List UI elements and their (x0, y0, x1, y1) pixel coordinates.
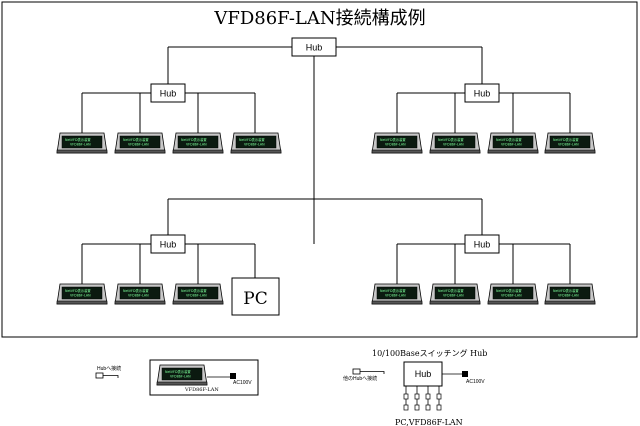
vfd-screen (235, 135, 277, 149)
legend-right-title: 10/100Baseスイッチング Hub (372, 348, 487, 358)
vfd-screen-line1: NetVFD表示装置 (496, 288, 522, 293)
hub-box: Hub (464, 83, 500, 103)
legend-left-device-label: VFD86F-LAN (184, 387, 219, 393)
vfd-screen-line2: VFD86F-LAN (558, 143, 579, 147)
vfd-screen (549, 135, 591, 149)
hub-label: Hub (474, 240, 491, 250)
vfd-screen (492, 286, 534, 300)
vfd-screen-line1: NetVFD表示装置 (438, 288, 464, 293)
diagram-frame (1, 1, 638, 338)
hub-label: Hub (160, 240, 177, 250)
cable-connector-icon (352, 368, 361, 375)
vfd-screen-line2: VFD86F-LAN (443, 294, 464, 298)
vfd-screen-line2: VFD86F-LAN (128, 294, 149, 298)
hub-box: Hub (150, 234, 186, 254)
vfd-screen (119, 286, 161, 300)
vfd-screen-line2: VFD86F-LAN (186, 294, 207, 298)
pc-box: PC (231, 277, 280, 316)
hub-box: Hub (150, 83, 186, 103)
vfd-screen (376, 135, 418, 149)
port-connector-icon (425, 386, 431, 411)
vfd-screen-line1: NetVFD表示装置 (380, 288, 406, 293)
hub-box: Hub (291, 37, 337, 57)
vfd-screen-line2: VFD86F-LAN (70, 294, 91, 298)
vfd-screen-line2: VFD86F-LAN (170, 375, 191, 379)
vfd-screen-line1: NetVFD表示装置 (438, 137, 464, 142)
vfd-screen (434, 286, 476, 300)
vfd-screen-line2: VFD86F-LAN (558, 294, 579, 298)
vfd-screen (492, 135, 534, 149)
hub-label: Hub (474, 89, 491, 99)
vfd-screen-line2: VFD86F-LAN (385, 143, 406, 147)
vfd-screen-line2: VFD86F-LAN (70, 143, 91, 147)
port-connector-icon (436, 386, 442, 411)
vfd-screen (61, 135, 103, 149)
power-plug-icon (230, 373, 236, 379)
vfd-screen-line1: NetVFD表示装置 (181, 288, 207, 293)
vfd-screen (161, 367, 203, 381)
vfd-screen (434, 135, 476, 149)
vfd-screen-line1: NetVFD表示装置 (380, 137, 406, 142)
vfd-screen-line2: VFD86F-LAN (443, 143, 464, 147)
vfd-screen-line1: NetVFD表示装置 (165, 369, 191, 374)
vfd-screen-line2: VFD86F-LAN (385, 294, 406, 298)
vfd-screen-line1: NetVFD表示装置 (496, 137, 522, 142)
legend-hub-box (403, 361, 443, 387)
cable-connector-icon (95, 372, 104, 379)
vfd-device-group: NetVFD表示装置VFD86F-LANNetVFD表示装置VFD86F-LAN… (56, 132, 596, 305)
vfd-screen-line2: VFD86F-LAN (186, 143, 207, 147)
vfd-screen (177, 135, 219, 149)
hub-box: Hub (464, 234, 500, 254)
legend-right: 10/100Baseスイッチング Hub 他のHubへ接続 Hub AC100V… (343, 348, 487, 426)
legend-right-bottom-label: PC,VFD86F-LAN (395, 418, 463, 426)
vfd-screen-line2: VFD86F-LAN (244, 143, 265, 147)
vfd-screen (61, 286, 103, 300)
vfd-screen-line2: VFD86F-LAN (128, 143, 149, 147)
vfd-screen-line2: VFD86F-LAN (501, 143, 522, 147)
hub-label: Hub (306, 43, 323, 53)
vfd-screen-line1: NetVFD表示装置 (65, 288, 91, 293)
vfd-screen-line1: NetVFD表示装置 (239, 137, 265, 142)
legend-left-connect-label: Hubへ接続 (97, 365, 121, 372)
vfd-screen-line1: NetVFD表示装置 (553, 288, 579, 293)
legend-left-power-label: AC100V (233, 380, 252, 386)
page-title: VFD86F-LAN接続構成例 (213, 8, 425, 29)
legend-hub-label: Hub (415, 369, 432, 379)
vfd-screen-line2: VFD86F-LAN (501, 294, 522, 298)
vfd-screen (549, 286, 591, 300)
vfd-screen-line1: NetVFD表示装置 (553, 137, 579, 142)
vfd-screen-line1: NetVFD表示装置 (123, 137, 149, 142)
vfd-screen-line1: NetVFD表示装置 (65, 137, 91, 142)
legend-right-power-label: AC100V (466, 379, 485, 385)
port-connector-icon (403, 386, 409, 411)
vfd-screen-line1: NetVFD表示装置 (123, 288, 149, 293)
vfd-screen (177, 286, 219, 300)
legend-right-connect-label: 他のHubへ接続 (343, 375, 377, 382)
vfd-screen (376, 286, 418, 300)
vfd-screen (119, 135, 161, 149)
pc-label: PC (243, 289, 267, 309)
hub-label: Hub (160, 89, 177, 99)
vfd-screen-line1: NetVFD表示装置 (181, 137, 207, 142)
power-plug-icon (462, 371, 468, 377)
port-connector-icon (414, 386, 420, 411)
